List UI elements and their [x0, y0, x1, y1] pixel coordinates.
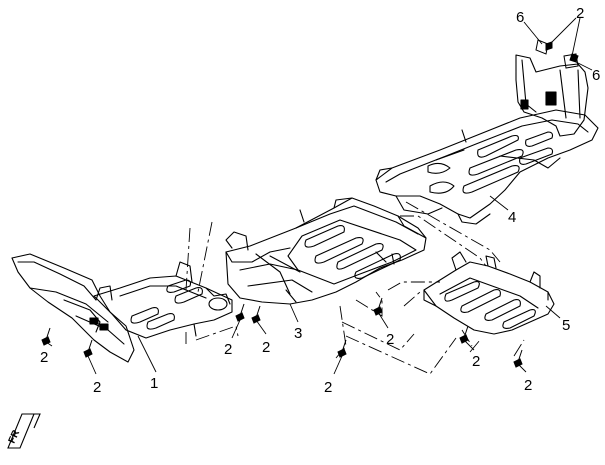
callout-part-2-mid-a: 2 [224, 341, 232, 358]
callout-part-2-center-right: 2 [386, 331, 394, 348]
bolt-side-b [513, 349, 523, 368]
callout-part-1: 1 [150, 375, 158, 392]
bolt-front-lower [83, 339, 93, 358]
callout-part-2-front-lower: 2 [93, 379, 101, 396]
callout-part-6-right: 6 [592, 67, 600, 84]
part-3-center-skid-plate [225, 197, 427, 305]
bolt-side-a [459, 325, 469, 344]
bolt-rear-b [563, 53, 579, 69]
callout-part-2-side-b: 2 [524, 377, 532, 394]
part-5-side-skid-plate [423, 251, 555, 335]
callout-labels: 1 2 2 2 2 3 2 2 2 2 5 4 6 2 6 [40, 5, 600, 396]
alignment-lines [185, 201, 525, 375]
callout-part-6-left: 6 [516, 9, 524, 26]
callout-part-4: 4 [508, 209, 516, 226]
callout-part-2-mid-b: 2 [262, 339, 270, 356]
callout-part-3: 3 [294, 325, 302, 342]
callout-part-2-side-a: 2 [472, 353, 480, 370]
bolt-center-lower [337, 339, 347, 358]
callout-part-2-front-left: 2 [40, 349, 48, 366]
callout-part-5: 5 [562, 317, 570, 334]
bolt-rear-a [535, 39, 553, 55]
callout-part-2-center-lower: 2 [324, 379, 332, 396]
part-4-rear-skid-plate [375, 54, 599, 225]
leader-lines [45, 17, 593, 375]
part-1-front-skid-plate [11, 253, 233, 363]
bolt-mid-a [235, 303, 245, 322]
bolt-mid-b [251, 305, 261, 324]
bolt-center-right [373, 297, 383, 316]
front-direction-badge: FR [7, 413, 41, 449]
callout-part-2-rear: 2 [576, 5, 584, 22]
front-badge-text: FR [7, 428, 23, 445]
